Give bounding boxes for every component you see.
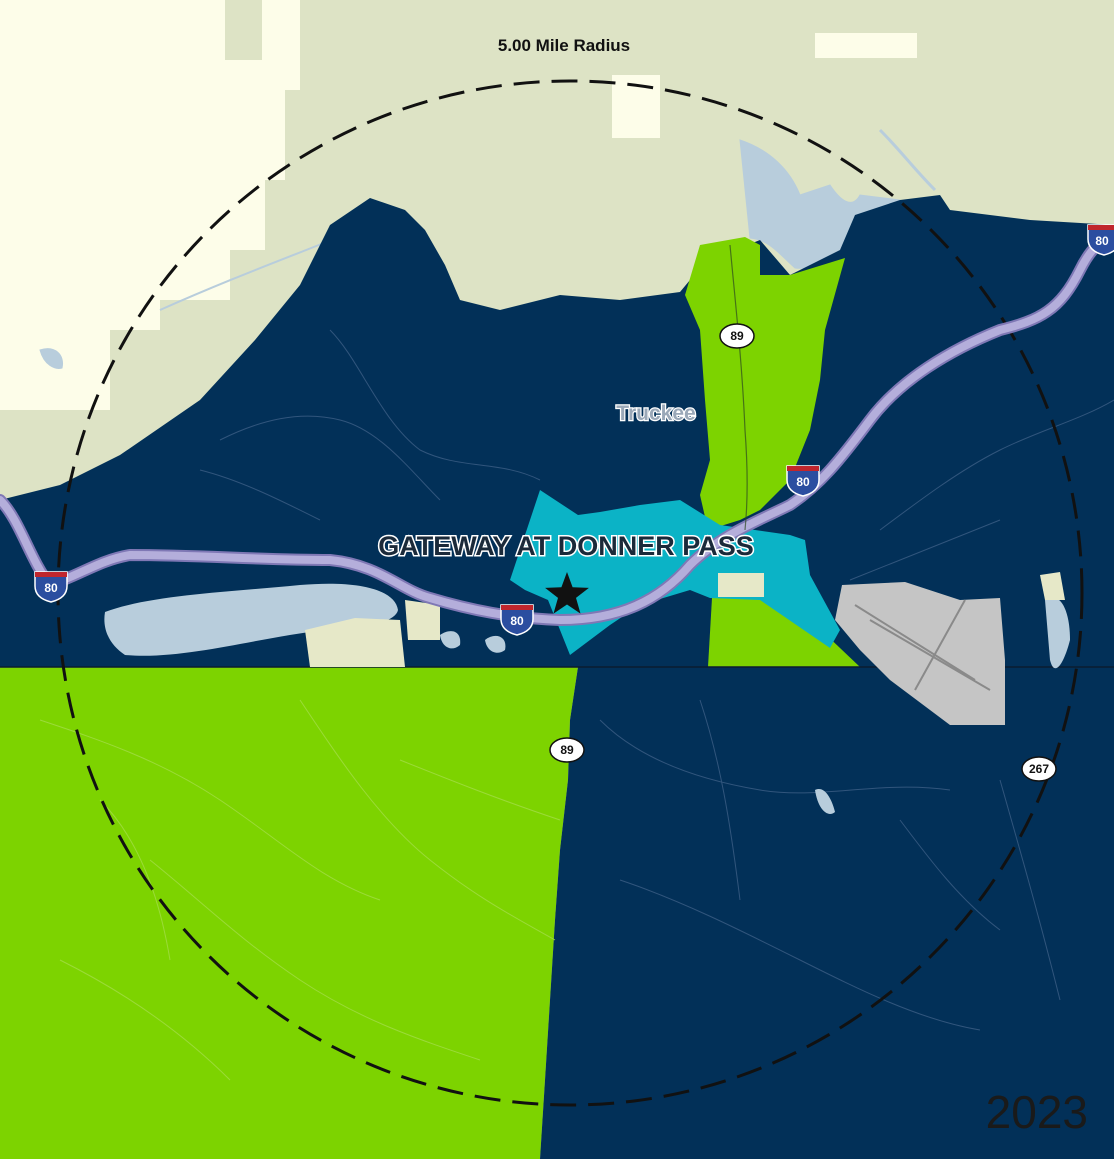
route-shield-89-south: 89 <box>549 737 585 763</box>
interstate-shield-east: 80 <box>786 465 820 497</box>
interstate-shield-site: 80 <box>500 604 534 636</box>
route-shield-267: 267 <box>1021 756 1057 782</box>
public-land-parcels <box>0 0 917 410</box>
svg-text:89: 89 <box>730 329 744 343</box>
svg-text:267: 267 <box>1029 762 1049 776</box>
region-green-north <box>685 237 845 530</box>
interstate-shield-northeast: 80 <box>1087 224 1114 256</box>
svg-text:80: 80 <box>796 475 810 489</box>
year-label: 2023 <box>986 1086 1088 1138</box>
lakes <box>104 583 1070 814</box>
interstate-80 <box>0 229 1114 626</box>
svg-text:80: 80 <box>510 614 524 628</box>
site-label: GATEWAY AT DONNER PASS <box>378 531 754 561</box>
terrain-lines-green <box>39 699 561 1081</box>
interstate-shield-west: 80 <box>34 571 68 603</box>
radius-label: 5.00 Mile Radius <box>498 36 630 55</box>
region-green-site <box>708 595 860 667</box>
svg-text:80: 80 <box>1095 234 1109 248</box>
star-icon <box>545 572 589 614</box>
region-dark-north <box>0 195 1114 667</box>
region-green-south <box>0 667 578 1159</box>
pale-patches <box>305 572 1065 667</box>
airport <box>835 582 1005 725</box>
city-label: Truckee <box>616 402 695 425</box>
route-89-line <box>729 244 748 531</box>
terrain-lines <box>199 329 1114 1031</box>
svg-text:89: 89 <box>560 743 574 757</box>
svg-text:80: 80 <box>44 581 58 595</box>
radius-label-bg <box>480 34 648 56</box>
route-shield-89-north: 89 <box>719 323 755 349</box>
region-dark-south <box>540 667 1114 1159</box>
